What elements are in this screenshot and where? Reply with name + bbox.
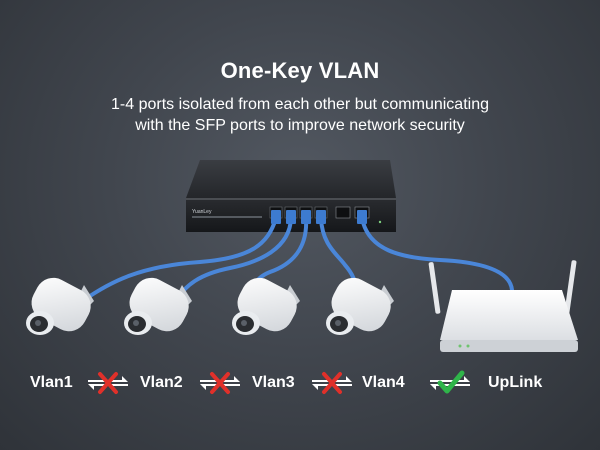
vlan-label-row: Vlan1 Vlan2 Vlan3 Vlan4 UpLink [0,368,600,402]
cable-uplink [360,216,514,292]
router-icon [428,260,578,352]
camera-icon [326,277,394,335]
vlan4-label: Vlan4 [362,374,405,391]
page-title: One-Key VLAN [220,58,380,83]
switch-brand: YuanLey [192,209,212,215]
camera-icon [232,277,300,335]
cable-plugs [271,210,367,224]
page-subtitle: 1-4 ports isolated from each other but c… [60,94,540,136]
vlan2-label: Vlan2 [140,374,183,391]
blocked-link-icon [200,372,240,394]
vlan3-label: Vlan3 [252,374,295,391]
cable-vlan2 [173,216,293,304]
subtitle-line-1: 1-4 ports isolated from each other but c… [111,96,489,113]
camera-icon [124,277,192,335]
subtitle-line-2: with the SFP ports to improve network se… [135,117,465,134]
vlan1-label: Vlan1 [30,374,73,391]
blocked-link-icon [88,372,128,394]
camera-icon [26,277,94,335]
cable-vlan1 [82,216,278,302]
blocked-link-icon [312,372,352,394]
allowed-link-icon [430,370,470,394]
uplink-label: UpLink [488,374,543,391]
